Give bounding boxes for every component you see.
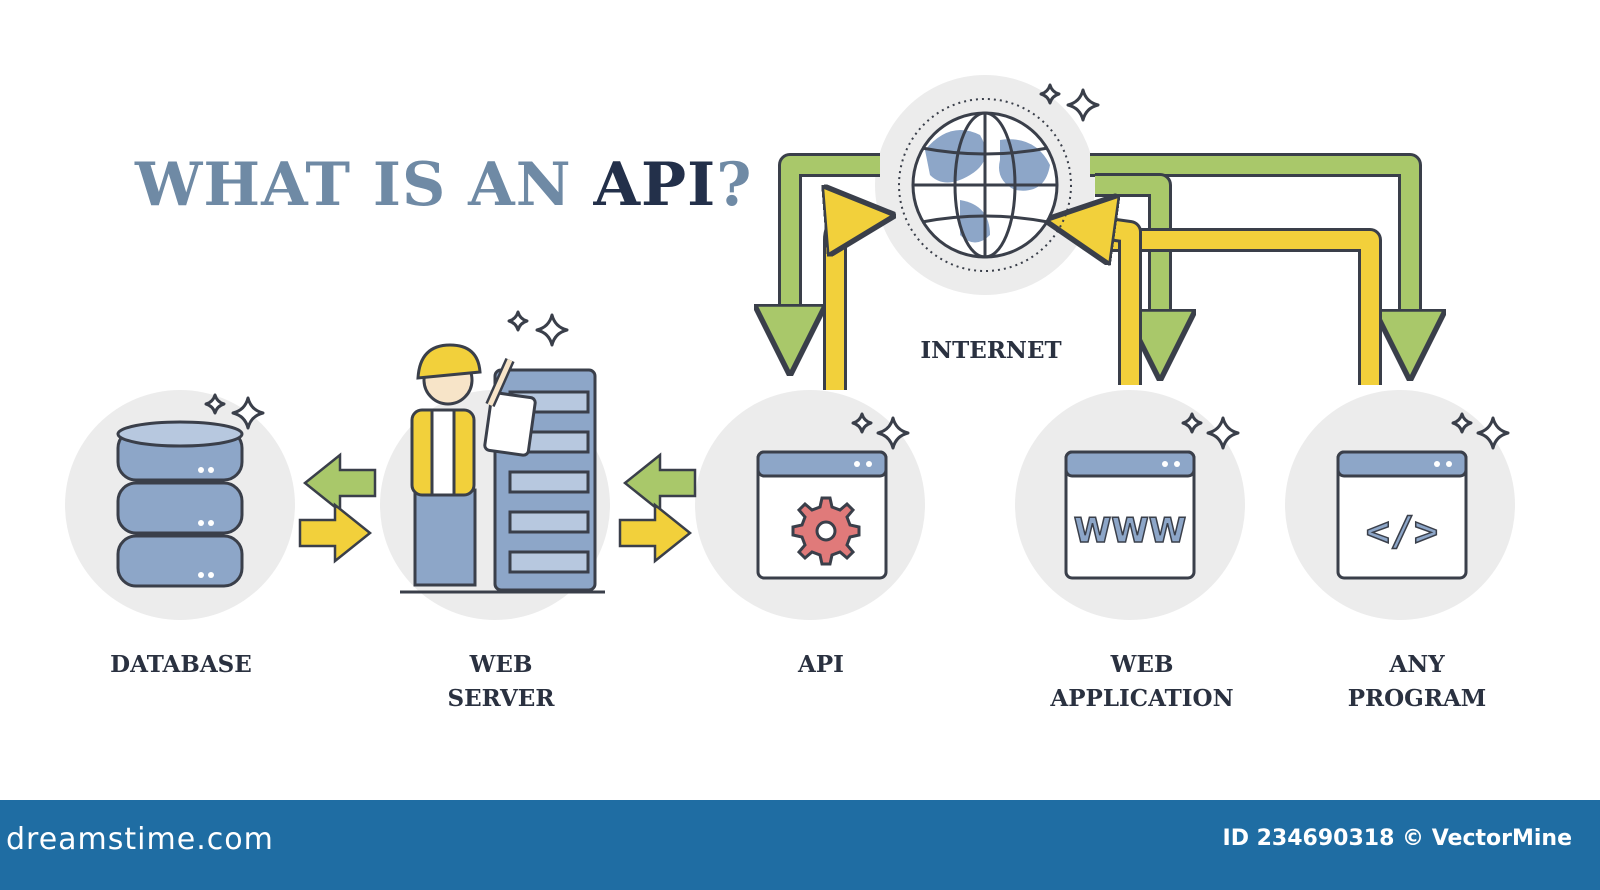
sparkle-icons [204,83,1510,450]
label-database: DATABASE [110,651,252,678]
globe-icon [898,98,1072,272]
image-credit: ID 234690318 © VectorMine [1222,826,1572,851]
gear-window-icon [756,450,888,580]
title-prefix: WHAT IS AN [135,150,594,220]
label-internet: INTERNET [920,337,1062,364]
www-text: WWW [1074,511,1187,551]
code-text: </> [1366,509,1438,555]
page-title: WHAT IS AN API? [135,150,752,220]
brand-logo[interactable]: dreamstime.com [6,822,274,857]
www-window-icon: WWW [1064,450,1196,580]
internet-arrows [790,153,1410,390]
api-diagram: WWW </> [65,75,1515,712]
database-icon [116,420,244,588]
footer-bar: dreamstime.com ID 234690318 © VectorMine [0,800,1600,890]
title-accent: API [593,150,717,220]
server-arrows [298,452,697,564]
code-window-icon: </> [1336,450,1468,580]
label-api: API [798,651,844,678]
engineer-icon [410,343,537,587]
label-web-server: WEB SERVER [447,651,555,712]
diagram-canvas: WWW </> [65,75,1515,620]
label-web-application: WEB APPLICATION [1050,651,1234,712]
gear-icon [791,496,861,566]
label-any-program: ANY PROGRAM [1347,651,1487,712]
title-suffix: ? [716,150,753,220]
